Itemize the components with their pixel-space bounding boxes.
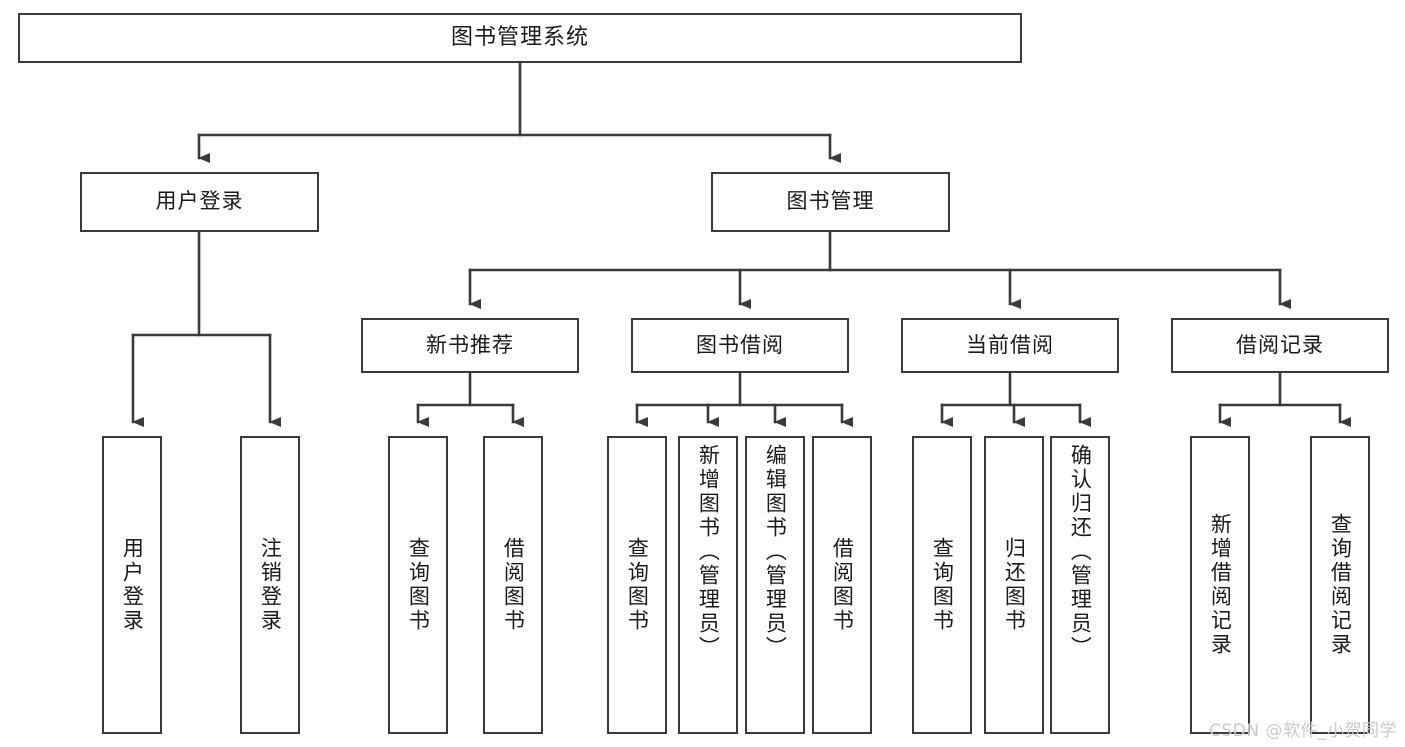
- node-leaf-2[interactable]: 查询图书: [388, 436, 448, 734]
- node-leaf-3[interactable]: 借阅图书: [483, 436, 543, 734]
- node-leaf-11[interactable]: 新增借阅记录: [1190, 436, 1250, 734]
- node-leaf-12[interactable]: 查询借阅记录: [1310, 436, 1370, 734]
- node-root[interactable]: 图书管理系统: [18, 13, 1022, 63]
- node-leaf-7[interactable]: 借阅图书: [812, 436, 872, 734]
- leaf-label: 新增借阅记录: [1208, 513, 1233, 657]
- leaf-label: 编辑图书（管理员）: [763, 444, 788, 660]
- node-leaf-8[interactable]: 查询图书: [912, 436, 972, 734]
- node-leaf-10[interactable]: 确认归还（管理员）: [1050, 436, 1110, 734]
- node-leaf-4[interactable]: 查询图书: [607, 436, 667, 734]
- leaf-label: 注销登录: [258, 537, 283, 633]
- leaf-label: 查询图书: [930, 537, 955, 633]
- node-level3-2[interactable]: 当前借阅: [901, 318, 1119, 373]
- leaf-label: 借阅图书: [501, 537, 526, 633]
- node-leaf-9[interactable]: 归还图书: [984, 436, 1044, 734]
- leaf-label: 归还图书: [1002, 537, 1027, 633]
- leaf-label: 查询图书: [625, 537, 650, 633]
- node-leaf-6[interactable]: 编辑图书（管理员）: [745, 436, 805, 734]
- node-leaf-5[interactable]: 新增图书（管理员）: [678, 436, 738, 734]
- node-level3-0[interactable]: 新书推荐: [361, 318, 579, 373]
- leaf-label: 确认归还（管理员）: [1068, 444, 1093, 660]
- leaf-label: 查询借阅记录: [1328, 513, 1353, 657]
- node-level2-1[interactable]: 图书管理: [711, 172, 950, 232]
- leaf-label: 新增图书（管理员）: [696, 444, 721, 660]
- leaf-label: 用户登录: [120, 537, 145, 633]
- node-level3-1[interactable]: 图书借阅: [631, 318, 849, 373]
- node-level2-0[interactable]: 用户登录: [80, 172, 319, 232]
- node-leaf-0[interactable]: 用户登录: [102, 436, 162, 734]
- leaf-label: 借阅图书: [830, 537, 855, 633]
- leaf-label: 查询图书: [406, 537, 431, 633]
- node-leaf-1[interactable]: 注销登录: [240, 436, 300, 734]
- node-level3-3[interactable]: 借阅记录: [1171, 318, 1389, 373]
